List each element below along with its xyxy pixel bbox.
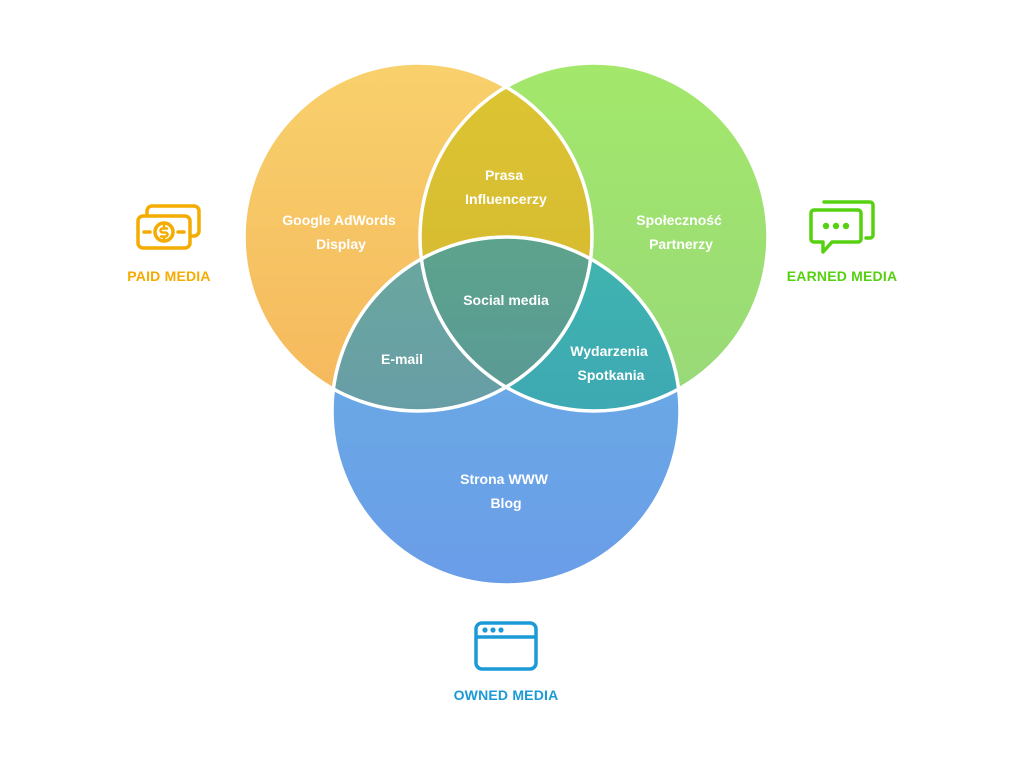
overlap-earned-owned [420,237,680,411]
center-text: Social media [463,292,549,308]
money-icon [136,204,201,250]
earned-owned-line-2: Spotkania [578,367,645,383]
earned-media-outline [418,61,770,413]
earned-circle-line-1: Społeczność [636,212,722,228]
paid-circle-line-1: Google AdWords [282,212,396,228]
owned-circle-line-1: Strona WWW [460,471,549,487]
earned-circle-text: Społeczność Partnerzy [636,212,725,252]
owned-media-outline [330,235,682,587]
earned-circle-line-2: Partnerzy [649,236,713,252]
owned-media-label: OWNED MEDIA [453,687,559,703]
chat-icon [809,200,875,254]
paid-earned-line-2: Influencerzy [465,191,547,207]
overlap-paid-owned [332,237,592,411]
paid-media-outline [242,61,594,413]
paid-earned-text: Prasa Influencerzy [465,167,547,207]
paid-media-label: PAID MEDIA [127,268,211,284]
paid-circle-text: Google AdWords Display [282,212,399,252]
center-line-1: Social media [463,292,549,308]
paid-owned-line-1: E-mail [381,351,423,367]
paid-owned-text: E-mail [381,351,423,367]
paid-circle-line-2: Display [316,236,366,252]
owned-circle-text: Strona WWW Blog [460,471,552,511]
earned-media-label: EARNED MEDIA [786,268,898,284]
owned-circle-line-2: Blog [490,495,521,511]
earned-owned-line-1: Wydarzenia [570,343,648,359]
earned-owned-text: Wydarzenia Spotkania [570,343,651,383]
browser-window-icon [474,621,538,671]
paid-earned-line-1: Prasa [485,167,523,183]
